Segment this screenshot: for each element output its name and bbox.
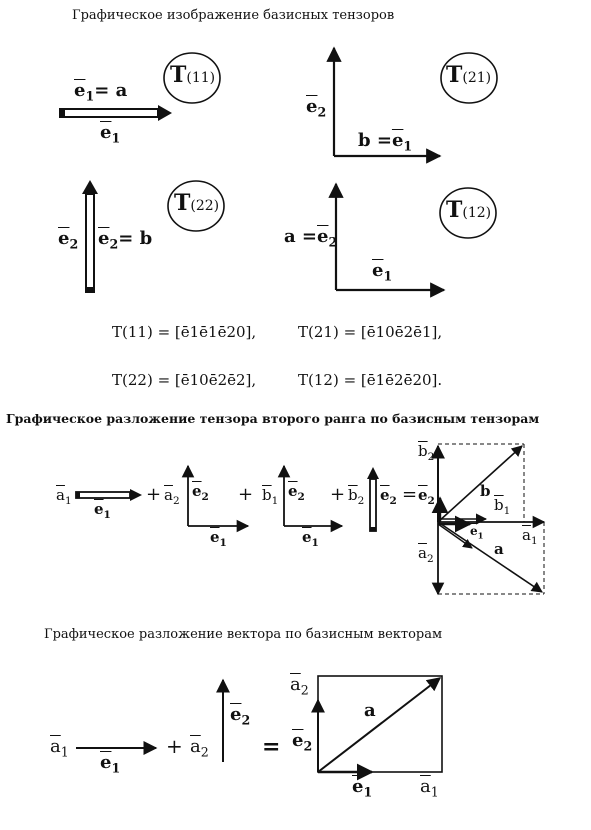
td-a1-res: a1 — [522, 526, 538, 547]
t12-vertical-label: a =e2 — [284, 226, 338, 250]
formula-t11: T(11) = [ē1ē1ē20], — [112, 323, 257, 341]
td-e2-a: e2 — [192, 482, 209, 503]
td-plus1: + — [146, 484, 162, 505]
heading-vector-decomposition: Графическое разложение вектора по базисн… — [44, 627, 443, 642]
formula-t21: T(21) = [ē10ē2ē1], — [298, 323, 443, 341]
vd-a2-res: a2 — [290, 674, 309, 698]
t12-circle — [439, 187, 497, 239]
formula-t22: T(22) = [ē10ē2ē2], — [112, 371, 257, 389]
vd-e1-res: e1 — [352, 776, 373, 800]
td-eq: = — [402, 484, 418, 505]
t11-circle — [163, 52, 221, 104]
t21-horizontal-label: b =e1 — [358, 130, 413, 154]
decomp-term1-arrow — [75, 489, 142, 501]
td-plus3: + — [330, 484, 346, 505]
t21-axes — [326, 46, 442, 164]
vd-a1: a1 — [50, 736, 69, 760]
t22-label: T(22) — [174, 190, 220, 216]
t22-circle — [167, 180, 225, 232]
vd-eq: = — [262, 734, 281, 760]
td-e2-c: e2 — [380, 486, 397, 507]
td-b1-res: b1 — [494, 496, 511, 517]
td-b2: b2 — [348, 486, 365, 507]
td-e1-b: e1 — [210, 528, 227, 549]
vd-e2-res: e2 — [292, 730, 313, 754]
td-a2: a2 — [164, 486, 180, 507]
td-b1: b1 — [262, 486, 279, 507]
t11-double-arrow — [59, 105, 172, 121]
t21-vertical-label: e2 — [306, 96, 327, 120]
vector-result-diagram — [311, 675, 443, 781]
td-e1-res: e1 — [470, 524, 484, 541]
decomp-result-diagram — [431, 443, 546, 596]
vd-e2: e2 — [230, 704, 251, 728]
td-e1-a: e1 — [94, 500, 111, 521]
t21-circle — [440, 52, 498, 104]
t12-label: T(12) — [446, 197, 492, 223]
t22-double-arrow — [82, 180, 98, 293]
td-plus2: + — [238, 484, 254, 505]
vd-plus: + — [166, 734, 183, 758]
td-a1: a1 — [56, 486, 72, 507]
t11-label: T(11) — [170, 62, 216, 88]
vd-e1: e1 — [100, 752, 121, 776]
t22-right-label: e2= b — [98, 228, 153, 252]
t12-horizontal-label: e1 — [372, 260, 393, 284]
td-e2-b: e2 — [288, 482, 305, 503]
t12-axes — [328, 182, 446, 298]
decomp-term4-arrow — [367, 467, 379, 532]
t11-bottom-label: e1 — [100, 122, 121, 146]
vd-a2: a2 — [190, 736, 209, 760]
td-e1-c: e1 — [302, 528, 319, 549]
td-b2-res: b2 — [418, 442, 435, 463]
formula-t12: T(12) = [ē1ē2ē20]. — [298, 371, 443, 389]
decomp-term2-axes — [181, 464, 250, 533]
t21-label: T(21) — [446, 62, 492, 88]
decomp-term3-axes — [277, 464, 344, 533]
heading-basis-tensors: Графическое изображение базисных тензоро… — [72, 8, 395, 23]
t22-left-label: e2 — [58, 228, 79, 252]
td-a2-res: a2 — [418, 544, 434, 565]
td-b-vec: b — [480, 482, 491, 500]
t11-top-label: e1= a — [74, 80, 128, 104]
vd-a1-res: a1 — [420, 776, 439, 800]
vd-a-vec: a — [364, 700, 376, 721]
heading-tensor-decomposition: Графическое разложение тензора второго р… — [6, 411, 540, 426]
td-e2-res: e2 — [418, 486, 435, 507]
td-a-vec: a — [494, 540, 504, 558]
